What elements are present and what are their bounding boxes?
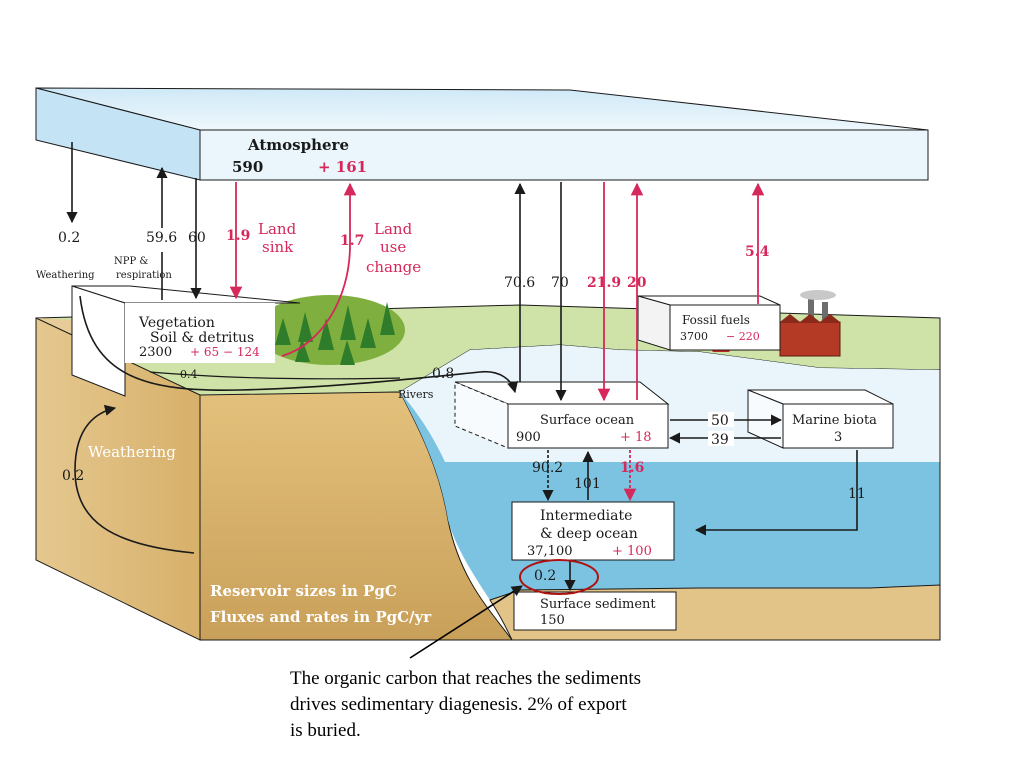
vegetation-name-1: Vegetation — [138, 315, 215, 331]
marine-biota-size: 3 — [834, 430, 842, 445]
biota-to-deep-arrow — [694, 450, 858, 536]
caption-line-3: is buried. — [290, 720, 361, 741]
caption-line-2: drives sedimentary diagenesis. 2% of exp… — [290, 694, 627, 715]
land-use-label-3: change — [366, 258, 421, 276]
vegetation-change: + 65 − 124 — [190, 345, 260, 359]
land-use-arrow — [281, 182, 357, 357]
rock-weathering-label: Weathering — [88, 443, 176, 461]
biota-to-surf-value: 39 — [711, 432, 729, 448]
npp-label-2: respiration — [116, 270, 172, 281]
vegetation-box — [125, 303, 275, 363]
land-use-label-1: Land — [374, 220, 413, 238]
land-sink-label-1: Land — [258, 220, 297, 238]
anthro-uptake-value: 21.9 — [587, 275, 621, 291]
deep-ocean-box — [511, 501, 675, 561]
land-sink-label-2: sink — [262, 238, 294, 256]
sediment-box — [513, 591, 677, 631]
deep-to-surf-value: 101 — [574, 476, 601, 492]
fossil-box-side — [637, 295, 671, 351]
factory-icon — [779, 290, 841, 357]
fossil-name: Fossil fuels — [682, 313, 750, 327]
land-sink-value: 1.9 — [226, 228, 250, 244]
legend-line-1: Reservoir sizes in PgC — [210, 582, 397, 600]
weathering-atm-value: 0.2 — [58, 230, 80, 246]
vegetation-name-2: Soil & detritus — [150, 330, 254, 346]
marine-biota-name: Marine biota — [792, 413, 877, 428]
surface-ocean-change: + 18 — [620, 430, 652, 445]
rock-weathering-value: 0.2 — [62, 468, 84, 484]
deep-ocean-size: 37,100 — [527, 544, 573, 559]
fossil-box — [669, 304, 781, 351]
atmosphere-change: + 161 — [318, 158, 367, 176]
fossil-change: − 220 — [726, 330, 760, 343]
caption: The organic carbon that reaches the sedi… — [290, 666, 730, 744]
burial-value: 0.2 — [534, 568, 556, 584]
surf-to-deep-value: 90.2 — [532, 460, 563, 476]
surf-to-biota-value: 50 — [711, 413, 729, 429]
land-use-value: 1.7 — [340, 233, 364, 249]
ocean-outgassing-value: 70.6 — [504, 275, 535, 291]
anthro-deep-value: 1.6 — [620, 460, 644, 476]
rock-weathering-loop — [74, 404, 195, 554]
atmosphere-size: 590 — [232, 158, 263, 176]
surface-ocean-name: Surface ocean — [540, 413, 635, 428]
biota-to-deep-value: 11 — [848, 486, 866, 502]
fossil-size: 3700 — [680, 330, 708, 343]
front-rock-face — [199, 391, 513, 641]
forest-icon — [255, 295, 405, 365]
deep-ocean-name-2: & deep ocean — [540, 526, 638, 542]
respiration-value: 60 — [188, 230, 206, 246]
runoff-line — [149, 371, 401, 380]
atmosphere-front — [199, 129, 929, 181]
atmosphere-name: Atmosphere — [247, 136, 349, 154]
surface-ocean-box — [507, 403, 669, 449]
fossil-emission-value: 5.4 — [745, 244, 770, 260]
deep-ocean-change: + 100 — [612, 544, 652, 559]
anthro-outgassing-value: 20 — [627, 275, 647, 291]
weathering-atm-label: Weathering — [36, 270, 95, 281]
vegetation-size: 2300 — [139, 345, 172, 360]
ocean-uptake-value: 70 — [551, 275, 569, 291]
sediment-size: 150 — [540, 613, 565, 628]
rivers-value: 0.8 — [432, 366, 454, 382]
burial-highlight-circle — [519, 559, 599, 595]
vegetation-box-side — [71, 285, 126, 397]
surface-ocean-size: 900 — [516, 430, 541, 445]
deep-ocean-name-1: Intermediate — [540, 508, 632, 524]
rivers-label: Rivers — [398, 388, 434, 401]
caption-pointer-arrow — [409, 585, 523, 659]
npp-label-1: NPP & — [114, 256, 148, 267]
land-use-label-2: use — [380, 238, 406, 256]
rivers-arrow — [79, 295, 518, 394]
marine-biota-box — [782, 403, 894, 449]
npp-value: 59.6 — [146, 230, 177, 246]
caption-line-1: The organic carbon that reaches the sedi… — [290, 668, 642, 689]
legend-line-2: Fluxes and rates in PgC/yr — [210, 608, 432, 626]
runoff-value: 0.4 — [180, 368, 198, 381]
sediment-name: Surface sediment — [540, 597, 656, 612]
